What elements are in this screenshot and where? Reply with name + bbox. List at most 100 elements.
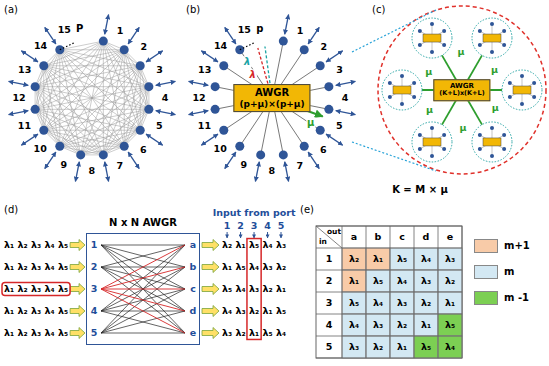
mesh-link bbox=[35, 50, 60, 110]
port-letter: a bbox=[190, 240, 196, 251]
dotted-link bbox=[60, 43, 74, 50]
input-wavelengths: λ₁ λ₂ λ₃ λ₄ λ₅ bbox=[4, 240, 68, 251]
node-number: 15 bbox=[238, 25, 251, 36]
uplink-label: μ bbox=[457, 47, 466, 58]
grating-path bbox=[101, 289, 185, 311]
wavelength-label: λ bbox=[249, 69, 257, 81]
node-dot bbox=[300, 142, 309, 151]
table-cell-text: λ₃ bbox=[445, 254, 455, 265]
table-cell-text: λ₄ bbox=[349, 320, 359, 331]
node-number: 4 bbox=[342, 93, 349, 104]
legend-text: m+1 bbox=[504, 240, 530, 252]
node-dot bbox=[502, 147, 506, 151]
mesh-link bbox=[60, 50, 81, 155]
table-cell bbox=[342, 292, 366, 314]
table-cell-text: λ₂ bbox=[349, 254, 359, 265]
node-number: 13 bbox=[198, 64, 211, 75]
grid-line bbox=[316, 336, 462, 337]
grid-line bbox=[316, 314, 462, 315]
table-cell bbox=[390, 336, 414, 358]
node-dot bbox=[520, 102, 524, 106]
io-arrow bbox=[189, 81, 209, 85]
node-number: 5 bbox=[336, 121, 343, 132]
port-letter: d bbox=[190, 306, 197, 317]
awgr-label: AWGR bbox=[439, 82, 484, 90]
node-dot bbox=[532, 81, 536, 85]
small-awgr bbox=[393, 86, 411, 94]
node-number: 2 bbox=[320, 41, 327, 52]
node-dot bbox=[442, 133, 446, 137]
uplink-label: μ bbox=[458, 123, 467, 134]
node-dot bbox=[219, 126, 228, 135]
output-wavelengths: λ₅ λ₄ λ₃ λ₂ λ₁ bbox=[222, 284, 286, 295]
io-arrow bbox=[128, 27, 139, 44]
column-header: d bbox=[423, 232, 430, 243]
wavelength-label: λ bbox=[243, 56, 251, 68]
node-dot bbox=[502, 43, 506, 47]
node-dot bbox=[279, 37, 288, 46]
mesh-link bbox=[44, 66, 81, 155]
node-number: 7 bbox=[296, 160, 303, 171]
table-cell bbox=[438, 270, 462, 292]
table-cell bbox=[414, 336, 438, 358]
node-dot bbox=[400, 74, 404, 78]
node-dot bbox=[442, 43, 446, 47]
node-dot bbox=[388, 81, 392, 85]
node-dot bbox=[324, 105, 333, 114]
table-cell-text: λ₃ bbox=[373, 320, 383, 331]
grating-path bbox=[101, 311, 185, 333]
node-dot bbox=[211, 105, 220, 114]
signal-arrow bbox=[202, 284, 219, 295]
port-number: 4 bbox=[91, 306, 98, 317]
table-cell-text: λ₁ bbox=[445, 298, 455, 309]
table-cell bbox=[414, 270, 438, 292]
cluster-circle bbox=[472, 122, 512, 162]
mesh-link bbox=[60, 146, 124, 147]
io-arrow bbox=[189, 111, 209, 115]
legend-swatch bbox=[474, 291, 498, 305]
node-number: 1 bbox=[117, 25, 124, 36]
table-cell-text: λ₂ bbox=[445, 276, 455, 287]
node-dot bbox=[219, 61, 228, 70]
grating-path bbox=[101, 267, 185, 311]
node-number: 6 bbox=[140, 144, 147, 155]
input-wavelengths: λ₁ λ₂ λ₃ λ₄ λ₅ bbox=[4, 284, 68, 295]
column-header: a bbox=[351, 232, 357, 243]
row-header: 2 bbox=[326, 276, 333, 287]
node-dot bbox=[256, 150, 265, 159]
row-header: 3 bbox=[326, 298, 333, 309]
grating-path bbox=[101, 289, 185, 311]
node-dot bbox=[136, 126, 145, 135]
mesh-link bbox=[60, 109, 149, 146]
node-number: 11 bbox=[198, 120, 211, 131]
io-arrow bbox=[336, 81, 356, 85]
grid-line bbox=[316, 248, 462, 249]
small-awgr bbox=[423, 34, 441, 42]
dotted-link bbox=[240, 43, 254, 50]
table-cell-text: λ₅ bbox=[397, 254, 407, 265]
input-port-number: 3 bbox=[251, 221, 258, 232]
grating-path bbox=[101, 289, 185, 333]
mesh-link bbox=[60, 50, 140, 130]
grating-path bbox=[101, 245, 185, 246]
port-letter: b bbox=[190, 262, 197, 273]
mesh-link bbox=[44, 66, 124, 146]
port-number: 1 bbox=[91, 240, 98, 251]
node-dot bbox=[120, 142, 129, 151]
node-number: 14 bbox=[34, 41, 47, 52]
cluster-circle bbox=[382, 70, 422, 110]
input-port-number: 5 bbox=[278, 221, 285, 232]
mesh-link bbox=[35, 50, 60, 87]
io-arrow bbox=[146, 51, 163, 62]
input-port-number: 2 bbox=[237, 221, 244, 232]
node-dot bbox=[316, 61, 325, 70]
cluster-circle bbox=[502, 70, 542, 110]
table-cell-text: λ₄ bbox=[445, 342, 455, 353]
node-dot bbox=[412, 81, 416, 85]
node-dot bbox=[508, 95, 512, 99]
table-cell bbox=[342, 314, 366, 336]
grating-path bbox=[101, 245, 185, 267]
grid-line bbox=[316, 292, 462, 293]
io-arrow bbox=[9, 111, 29, 115]
